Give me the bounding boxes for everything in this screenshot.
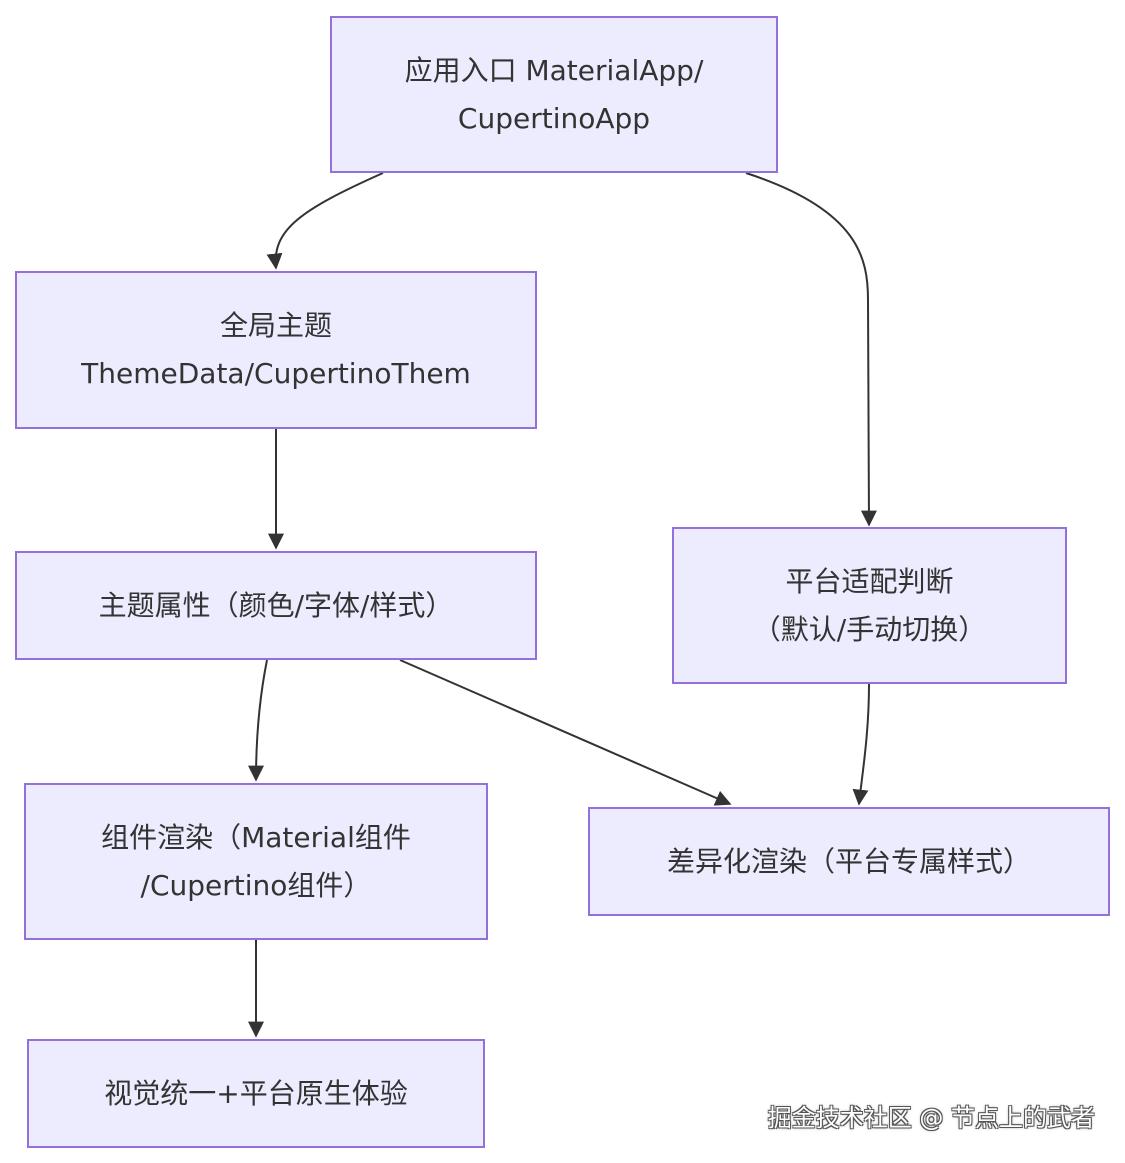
node-diff-render-label: 差异化渲染（平台专属样式） [666,844,1031,878]
edge-app-to-platform [745,172,877,527]
edge-app-to-theme [266,172,384,270]
node-global-theme: 全局主题 ThemeData/CupertinoThem [15,271,537,429]
edge-platform-to-diff [852,683,870,806]
edge-props-to-diff [399,659,732,806]
node-theme-props-label: 主题属性（颜色/字体/样式） [98,588,454,622]
node-platform-adapt: 平台适配判断 （默认/手动切换） [672,527,1067,684]
node-final: 视觉统一+平台原生体验 [27,1039,485,1148]
node-component-render-label: 组件渲染（Material组件 /Cupertino组件） [101,820,411,902]
node-platform-adapt-label: 平台适配判断 （默认/手动切换） [752,564,987,646]
node-component-render: 组件渲染（Material组件 /Cupertino组件） [24,783,488,940]
node-global-theme-label: 全局主题 ThemeData/CupertinoThem [81,309,471,390]
node-theme-props: 主题属性（颜色/字体/样式） [15,551,537,660]
edge-props-to-component [248,659,268,782]
node-app-entry-label: 应用入口 MaterialApp/ CupertinoApp [404,53,704,135]
watermark: 掘金技术社区 @ 节点上的武者 [767,1104,1095,1132]
node-final-label: 视觉统一+平台原生体验 [104,1076,408,1110]
node-app-entry: 应用入口 MaterialApp/ CupertinoApp [330,16,778,173]
node-diff-render: 差异化渲染（平台专属样式） [588,807,1110,916]
